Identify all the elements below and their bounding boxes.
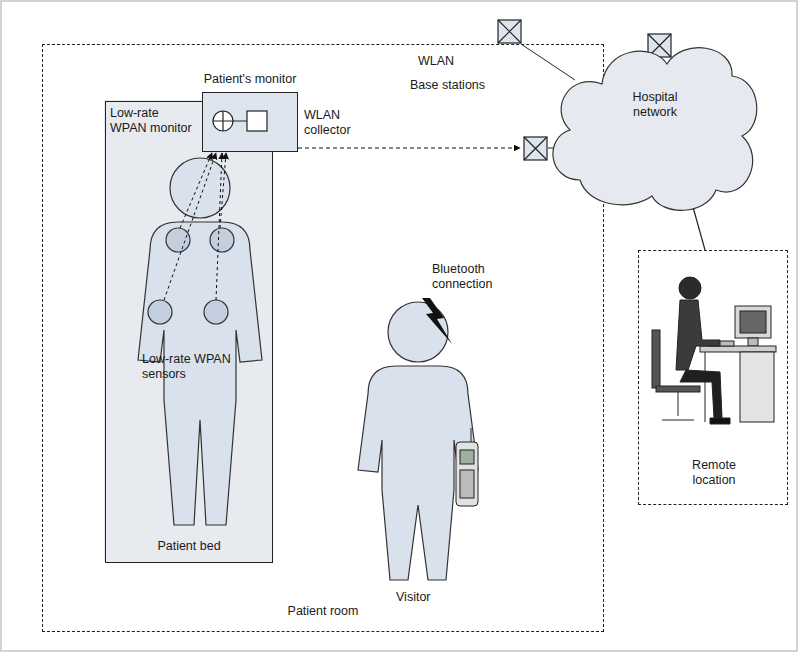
node-label: Hospital network [610,90,700,120]
phone-icon [456,428,478,506]
visitor-figure [358,302,478,580]
monitor-box: Patient's monitor [202,92,298,152]
text-label: Low-rate WPAN monitor [110,106,198,136]
text-label: WLAN collector [304,108,374,138]
bed-fill [104,100,272,562]
node-label: Remote location [679,458,749,488]
node-label: Patient bed [106,539,272,554]
remote-worker [652,277,776,424]
text-label: Bluetooth connection [432,262,522,292]
bed-box: Patient bedPatient's monitor [105,101,273,563]
cloud-outline [553,48,757,211]
text-label: Visitor [396,590,456,605]
text-label: Base stations [410,78,500,93]
sensor-link [164,153,226,300]
bluetooth-bolt [422,298,452,344]
cloud-shape [540,30,765,215]
network-link [693,207,705,250]
text-label: WLAN [418,54,478,69]
text-label: Low-rate WPAN sensors [142,352,252,382]
sensor [148,228,234,324]
node-label: Patient's monitor [183,72,317,87]
patient-figure [138,158,262,525]
remote-region: Remote location [638,250,788,505]
wlan-link [298,148,520,149]
network-cloud: Hospital network [540,30,765,215]
monitor-symbols [203,93,297,151]
node-label: Patient room [43,604,603,619]
